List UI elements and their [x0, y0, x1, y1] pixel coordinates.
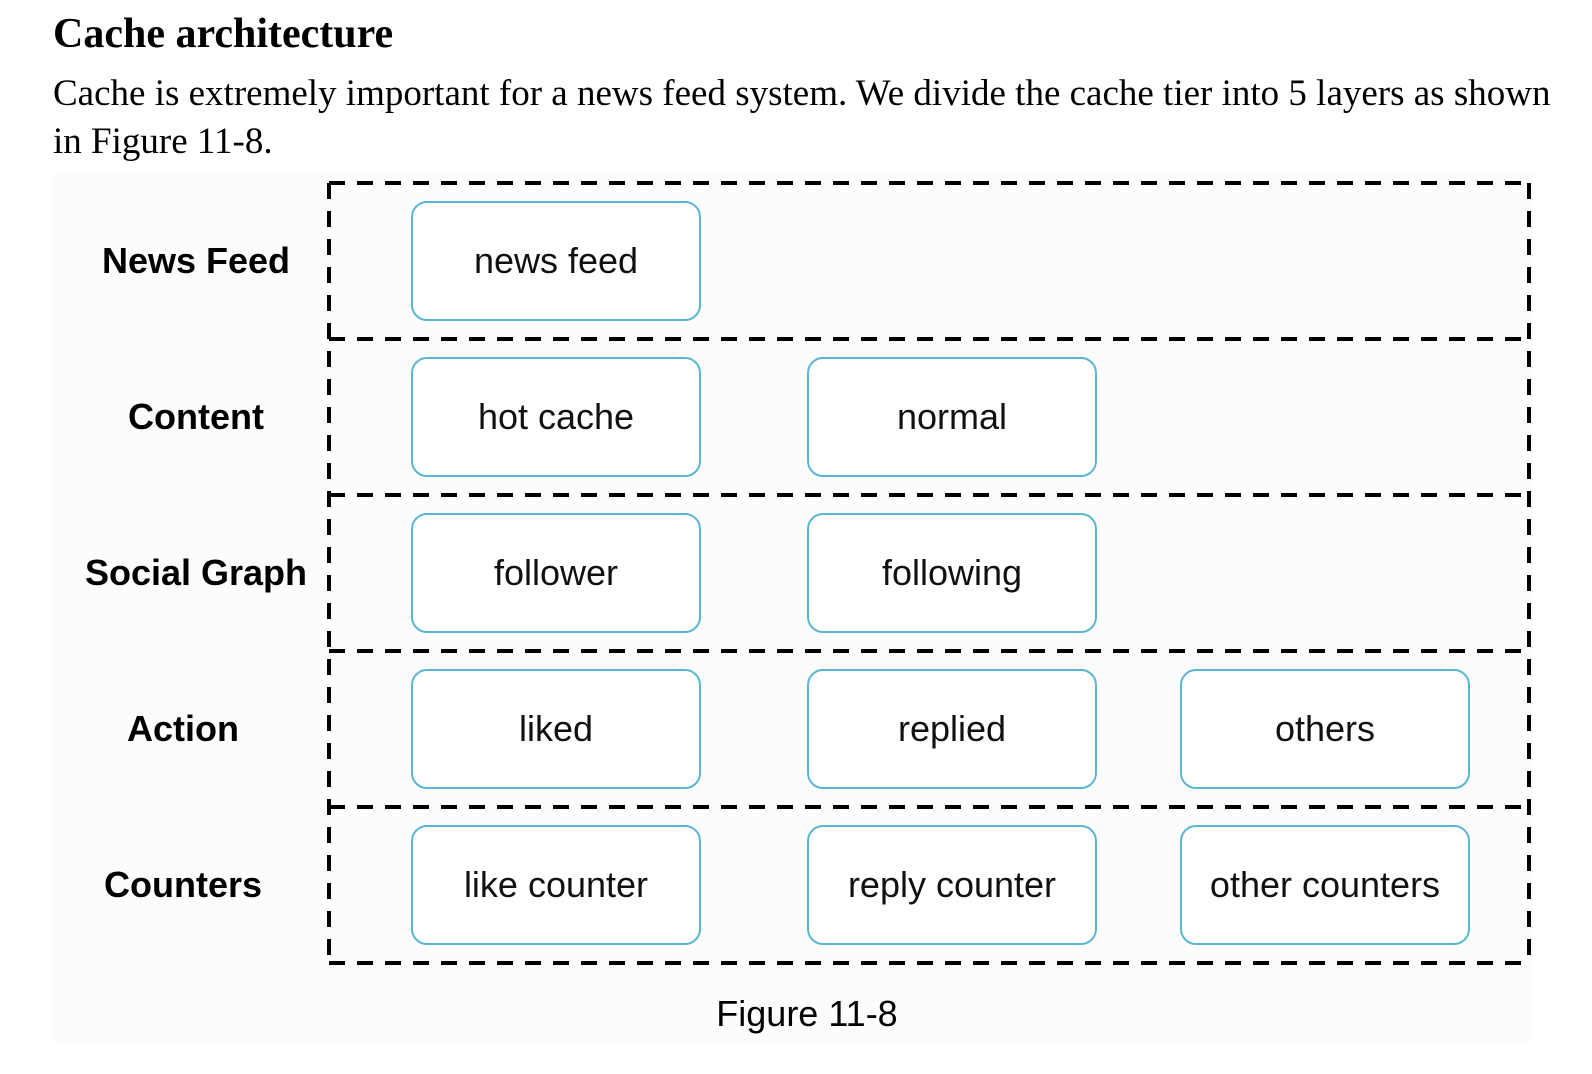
layer-label-counters: Counters: [103, 864, 262, 905]
cache-box-others: others: [1180, 669, 1470, 789]
figure-caption: Figure 11-8: [716, 993, 898, 1034]
cache-box-replied: replied: [807, 669, 1097, 789]
intro-paragraph: Cache is extremely important for a news …: [53, 73, 1551, 162]
cache-box-follower: follower: [411, 513, 701, 633]
layer-label-action: Action: [127, 708, 239, 749]
cache-box-following: following: [807, 513, 1097, 633]
layer-dashed-frame: [327, 181, 1531, 965]
cache-box-other-counters: other counters: [1180, 825, 1470, 945]
section-heading: Cache architecture: [53, 11, 394, 57]
layer-label-news-feed: News Feed: [101, 240, 291, 281]
layer-label-content: Content: [128, 396, 264, 437]
cache-box-normal: normal: [807, 357, 1097, 477]
cache-box-liked: liked: [411, 669, 701, 789]
cache-box-news-feed: news feed: [411, 201, 701, 321]
layer-label-social-graph: Social Graph: [84, 552, 308, 593]
cache-box-hot-cache: hot cache: [411, 357, 701, 477]
cache-architecture-figure: News Feed news feed Content hot cache no…: [53, 172, 1533, 1042]
cache-box-reply-counter: reply counter: [807, 825, 1097, 945]
cache-box-like-counter: like counter: [411, 825, 701, 945]
